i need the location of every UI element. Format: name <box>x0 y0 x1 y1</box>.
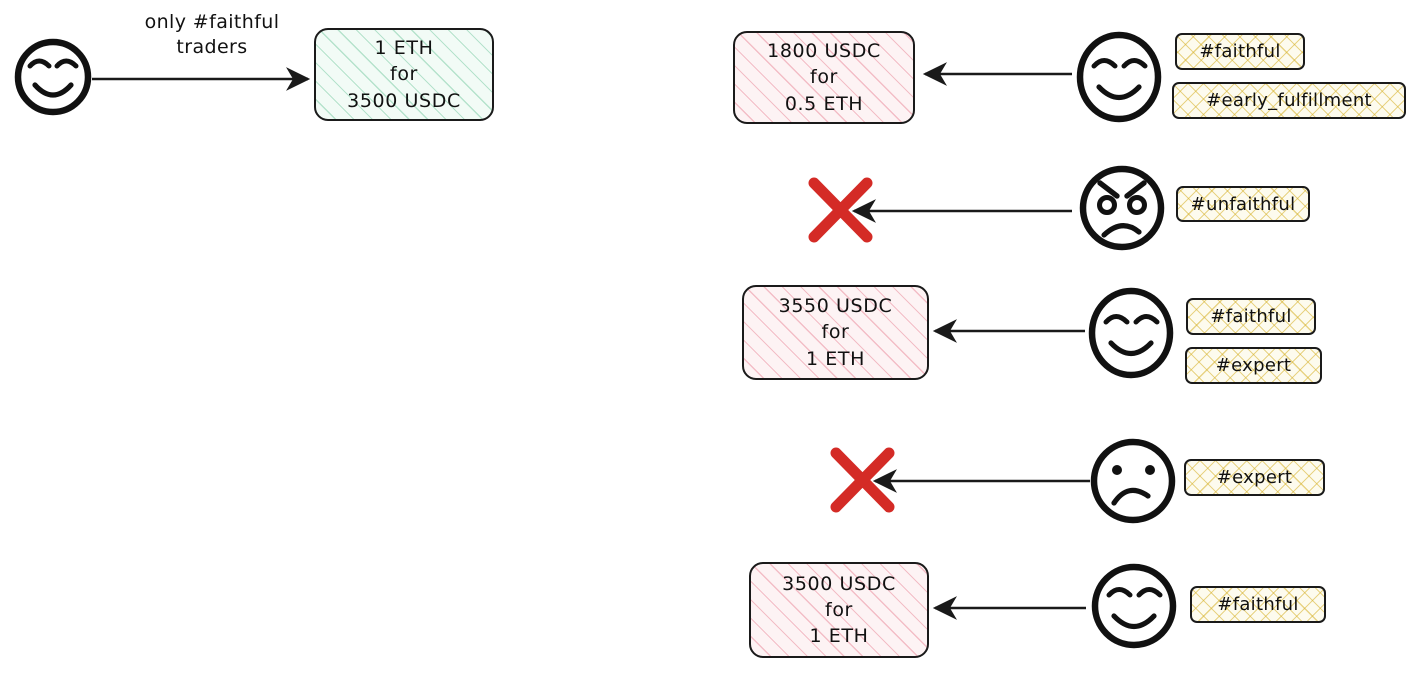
offer-box-5-line1: 3500 USDC <box>782 572 896 595</box>
reject-x-icon-2 <box>808 177 873 243</box>
offer-box-1-line3: 0.5 ETH <box>784 92 864 115</box>
offer-face-2-angry <box>1079 165 1165 251</box>
request-edge-label: only #faithful traders <box>112 10 312 60</box>
offer-box-5[interactable]: 3500 USDC for 1 ETH <box>749 562 929 658</box>
tag-offer-5-faithful[interactable]: #faithful <box>1190 586 1326 623</box>
offer-box-1-line1: 1800 USDC <box>767 40 881 63</box>
tag-offer-3-expert[interactable]: #expert <box>1185 347 1322 384</box>
reject-x-icon-4 <box>830 447 895 513</box>
offer-box-5-line2: for <box>825 598 853 621</box>
request-box-line2: for <box>390 63 418 86</box>
request-box-line3: 3500 USDC <box>347 89 461 112</box>
request-box-line1: 1 ETH <box>374 37 434 60</box>
tag-offer-2-unfaithful[interactable]: #unfaithful <box>1176 186 1310 222</box>
offer-box-3[interactable]: 3550 USDC for 1 ETH <box>742 285 929 380</box>
request-edge-label-line2: traders <box>176 36 248 59</box>
offer-box-3-line2: for <box>821 321 850 344</box>
offer-face-1-smiling <box>1076 31 1162 123</box>
tag-offer-3-faithful[interactable]: #faithful <box>1186 298 1316 335</box>
tag-offer-4-expert[interactable]: #expert <box>1184 459 1325 496</box>
offer-box-1[interactable]: 1800 USDC for 0.5 ETH <box>733 31 915 124</box>
tag-offer-1-faithful[interactable]: #faithful <box>1175 33 1305 70</box>
offer-face-4-sad <box>1090 438 1176 524</box>
offer-box-1-line2: for <box>810 66 838 89</box>
offer-box-5-line3: 1 ETH <box>809 625 869 648</box>
request-box[interactable]: 1 ETH for 3500 USDC <box>314 28 494 121</box>
tag-offer-1-early-fulfillment[interactable]: #early_fulfillment <box>1172 82 1406 119</box>
request-edge-label-line1: only #faithful <box>144 11 280 33</box>
offer-face-3-smiling <box>1088 287 1174 379</box>
offer-box-3-line1: 3550 USDC <box>778 295 893 318</box>
requester-face-smiling <box>14 38 92 116</box>
offer-box-3-line3: 1 ETH <box>805 347 866 370</box>
offer-face-5-smiling <box>1091 563 1177 649</box>
